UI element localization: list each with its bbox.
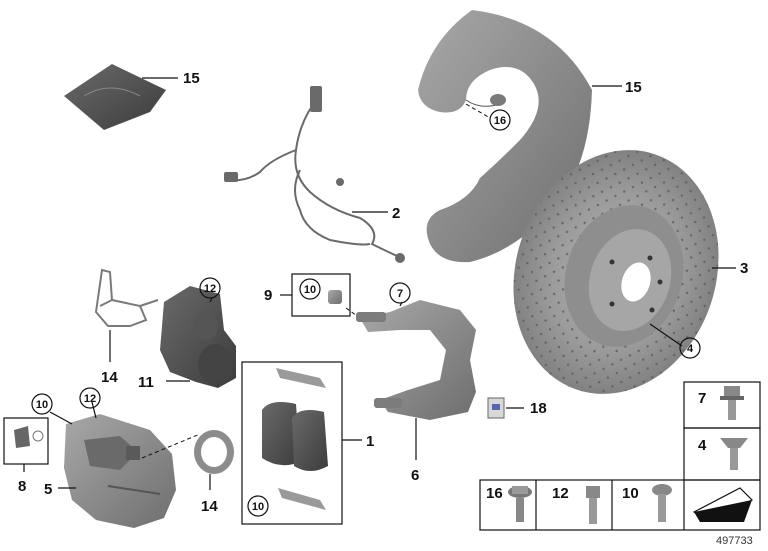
callout-circle-10-bottom [247, 495, 269, 517]
leader-4 [649, 323, 683, 347]
callout-15: 15 [625, 79, 642, 96]
part-17-cover [64, 64, 166, 130]
part-13-bracket [94, 268, 159, 327]
part-11-actuator [160, 286, 236, 388]
legend-label-7: 7 [698, 390, 706, 407]
callout-8: 8 [18, 478, 26, 495]
callout-10-left: 10 [36, 399, 48, 411]
callout-circle-4 [679, 337, 701, 359]
part-3-brake-disc [513, 150, 719, 394]
part-14-seal [194, 430, 234, 474]
legend-label-4: 4 [698, 437, 707, 454]
countersunk-torx-screw-icon [720, 438, 748, 470]
callout-18: 18 [530, 400, 547, 417]
reference-number: 497733 [716, 535, 753, 547]
callout-14: 14 [201, 498, 218, 515]
callout-4: 4 [687, 343, 694, 355]
legend-label-12: 12 [552, 485, 569, 502]
box-8 [3, 417, 49, 465]
callout-12-left: 12 [84, 393, 96, 405]
part-6-caliper-carrier [356, 300, 476, 420]
callout-17: 15 [183, 70, 200, 87]
callout-circle-7 [389, 282, 411, 304]
leader-12-top [209, 297, 213, 303]
callout-13: 14 [101, 369, 118, 386]
part-2-wear-sensor [224, 86, 405, 263]
callout-10-bottom: 10 [252, 501, 264, 513]
callout-9: 9 [264, 287, 272, 304]
legend-label-10: 10 [622, 485, 639, 502]
callout-11: 11 [138, 374, 154, 391]
box-1 [241, 361, 343, 525]
callout-circle-12-left [79, 387, 101, 409]
leader-14-dash [141, 433, 201, 459]
legend-label-16: 16 [486, 485, 503, 502]
callout-2: 2 [392, 205, 400, 222]
callout-1: 1 [366, 433, 374, 450]
callout-5: 5 [44, 481, 52, 498]
callout-7: 7 [397, 288, 403, 300]
hardware-legend [479, 381, 761, 531]
arrow-symbol-icon [692, 487, 754, 522]
callout-circle-10-left [31, 393, 53, 415]
callout-16: 16 [494, 115, 506, 127]
callout-circle-16 [489, 109, 511, 131]
leader-10-left [49, 411, 73, 425]
part-18-label [487, 397, 505, 419]
leader-12-left [91, 401, 97, 419]
part-1-brake-pads [262, 368, 328, 510]
callout-3: 3 [740, 260, 748, 277]
callout-6: 6 [411, 467, 419, 484]
callout-circle-12-top [199, 277, 221, 299]
flange-bolt-icon [508, 486, 532, 522]
part-10-bushing [328, 290, 342, 304]
part-5-caliper [64, 414, 176, 528]
socket-head-bolt-icon [586, 486, 600, 524]
torx-screw-icon [652, 484, 672, 522]
callout-10-top: 10 [304, 284, 316, 296]
callout-12-top: 12 [204, 283, 216, 295]
callout-circle-10-top [299, 278, 321, 300]
leader-16-shield [465, 103, 491, 119]
part-8-clip [14, 426, 44, 448]
hex-flange-bolt-icon [720, 386, 744, 420]
